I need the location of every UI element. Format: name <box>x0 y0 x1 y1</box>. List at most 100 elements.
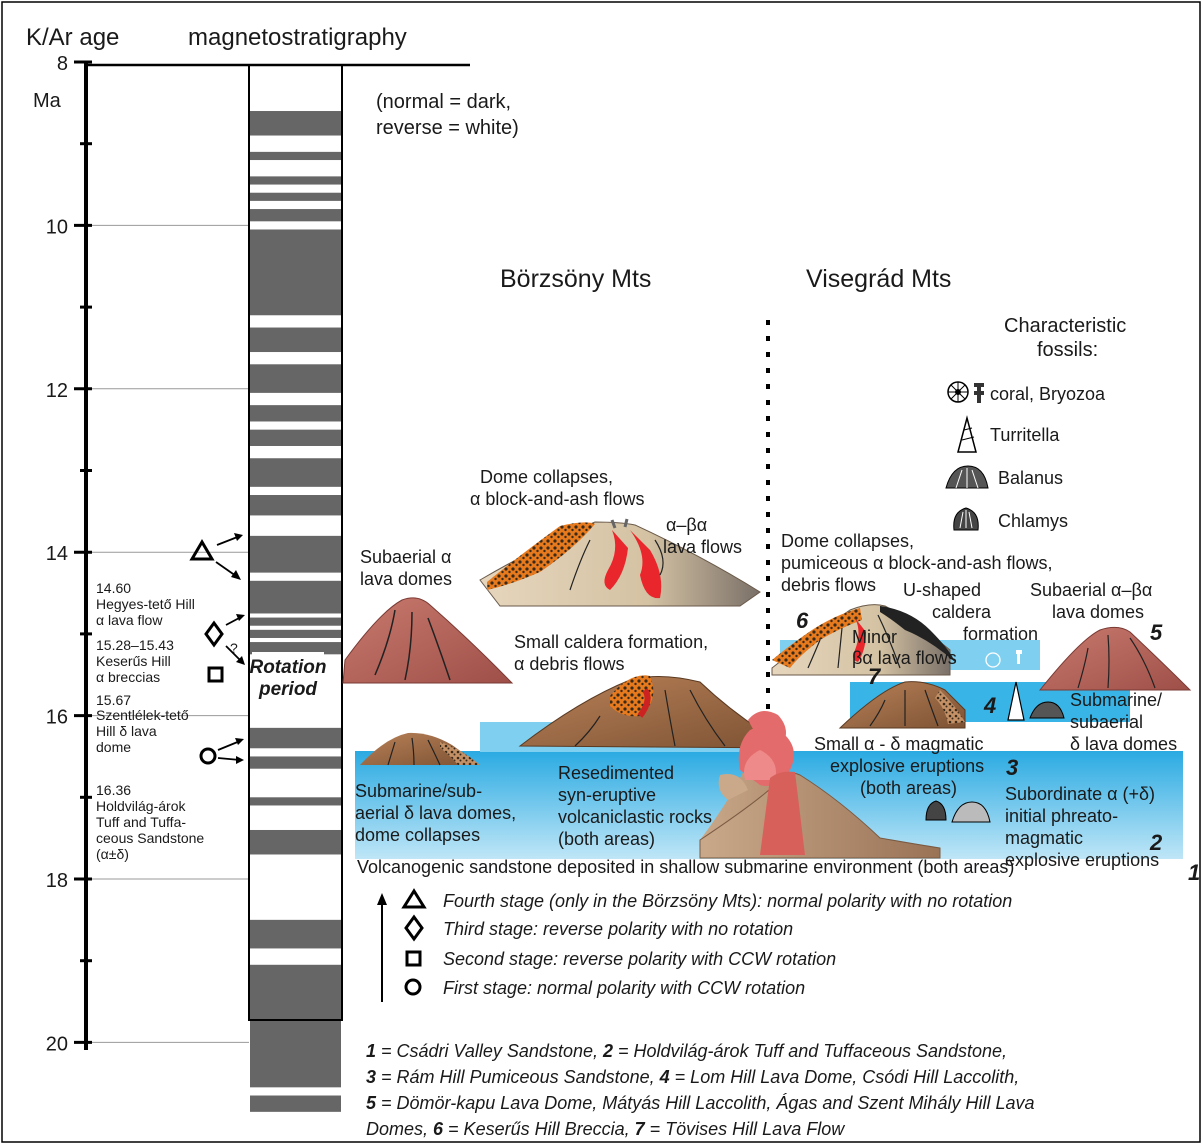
submarine-delta-dome <box>360 732 480 766</box>
normal-polarity-band <box>250 919 341 949</box>
normal-polarity-band <box>250 756 341 769</box>
note-dome-collapse-1: Dome collapses, <box>480 467 613 487</box>
stage-legend: Fourth stage (only in the Börzsöny Mts):… <box>377 888 1012 1002</box>
fossil-legend: Characteristic fossils: coral, Bryozoa T… <box>945 315 1126 531</box>
question-mark: ? <box>230 640 238 656</box>
age-labels: 14.60 Hegyes-tető Hill α lava flow 15.28… <box>96 580 204 862</box>
small-caldera-cone <box>518 675 791 749</box>
chlamys-icon <box>953 507 979 531</box>
normal-polarity-band <box>250 642 341 655</box>
diamond-icon <box>404 914 424 942</box>
balanus-icon <box>951 801 991 823</box>
note-submarine-left-2: aerial δ lava domes, <box>355 803 516 823</box>
polarity-column-frame <box>248 64 343 1021</box>
note-lava-flows-2: lava flows <box>663 537 742 557</box>
note-subaerial-ab-2: lava domes <box>1052 602 1144 622</box>
fossils-title-2: fossils: <box>1037 339 1098 361</box>
normal-polarity-band <box>250 535 341 573</box>
subaerial-alpha-beta-dome <box>1038 626 1192 691</box>
bryozoa-icon <box>974 383 984 403</box>
fossil-balanus: Balanus <box>998 468 1063 488</box>
note-submarine-left-1: Submarine/sub- <box>355 781 482 801</box>
age-label-b-1: Keserűs Hill <box>96 653 171 669</box>
coral-icon <box>985 652 1001 668</box>
note-small-caldera-1: Small caldera formation, <box>514 632 708 652</box>
strat-title: magnetostratigraphy <box>188 24 407 51</box>
polarity-note-2: reverse = white) <box>376 117 519 139</box>
balanus-icon <box>1029 701 1065 719</box>
axis-unit: Ma <box>33 90 62 112</box>
tick-label: 10 <box>46 216 68 238</box>
main-volcano-cone <box>479 518 761 607</box>
arrow-head-icon <box>236 614 245 621</box>
normal-polarity-band <box>250 429 341 446</box>
normal-polarity-band <box>250 458 341 487</box>
note-subordinate-2: initial phreato- <box>1005 806 1118 826</box>
age-label-c-1: Szentlélek-tető <box>96 707 189 723</box>
normal-polarity-band <box>250 797 341 806</box>
tick-label: 20 <box>46 1033 68 1055</box>
note-visegrad-collapse-2: pumiceous α block-and-ash flows, <box>781 553 1053 573</box>
fossil-coral: coral, Bryozoa <box>990 384 1106 404</box>
note-subordinate-1: Subordinate α (+δ) <box>1005 784 1155 804</box>
normal-polarity-band <box>250 151 341 161</box>
legend-line-2: 3 = Rám Hill Pumiceous Sandstone, 4 = Lo… <box>366 1067 1019 1087</box>
tick-label: 14 <box>46 543 68 565</box>
formation-legend: 1 = Csádri Valley Sandstone, 2 = Holdvil… <box>366 1041 1034 1139</box>
turritella-icon <box>957 415 977 453</box>
note-subaerial-a-2: lava domes <box>360 569 452 589</box>
legend-line-4: Domes, 6 = Keserűs Hill Breccia, 7 = Töv… <box>366 1119 845 1139</box>
stage-first: First stage: normal polarity with CCW ro… <box>443 978 805 998</box>
age-label-b-2: α breccias <box>96 669 160 685</box>
note-subaerial-ab-1: Subaerial α–βα <box>1030 580 1152 600</box>
arrow-head-icon <box>236 656 245 665</box>
coral-icon <box>947 381 969 403</box>
normal-polarity-band <box>250 405 341 422</box>
tick-label: 12 <box>46 380 68 402</box>
note-resedimented-3: volcaniclastic rocks <box>558 807 712 827</box>
age-label-a-2: α lava flow <box>96 612 163 628</box>
normal-polarity-band <box>250 580 341 614</box>
note-submarine-right-1: Submarine/ <box>1070 690 1162 710</box>
square-icon <box>405 950 422 967</box>
normal-polarity-band <box>250 111 341 136</box>
chlamys-icon <box>925 800 947 821</box>
fossils-title-1: Characteristic <box>1004 315 1126 337</box>
arrow-line <box>217 740 241 751</box>
fossil-chlamys: Chlamys <box>998 511 1068 531</box>
axis-title: K/Ar age <box>26 24 119 51</box>
rotation-label-1: Rotation <box>249 657 326 678</box>
stage-second: Second stage: reverse polarity with CCW … <box>443 949 836 969</box>
arrow-line <box>225 645 242 662</box>
diamond-icon <box>204 620 224 648</box>
stage-number-5: 5 <box>1150 620 1163 645</box>
note-lava-flows-1: α–βα <box>666 515 707 535</box>
note-subaerial-a-1: Subaerial α <box>360 547 451 567</box>
note-subordinate-3: magmatic <box>1005 828 1083 848</box>
region-visegrad: Visegrád Mts <box>806 265 951 293</box>
arrow-line <box>215 561 237 577</box>
age-label-a-age: 14.60 <box>96 580 131 596</box>
note-visegrad-collapse-3: debris flows <box>781 575 876 595</box>
note-submarine-right-3: δ lava domes <box>1070 734 1177 754</box>
arrow-head-icon <box>231 570 241 580</box>
region-borzsony: Börzsöny Mts <box>500 265 651 293</box>
note-small-caldera-2: α debris flows <box>514 654 624 674</box>
age-label-c-3: dome <box>96 739 131 755</box>
bryozoa-icon <box>1016 650 1022 664</box>
note-dome-collapse-2: α block-and-ash flows <box>470 489 644 509</box>
age-label-c-2: Hill δ lava <box>96 723 157 739</box>
age-label-d-4: (α±δ) <box>96 846 129 862</box>
subaerial-alpha-dome <box>342 597 514 684</box>
rotation-period-box <box>252 652 324 702</box>
normal-polarity-band <box>250 495 341 516</box>
note-minor-2: βα lava flows <box>852 648 957 668</box>
stage-number-7: 7 <box>868 664 882 689</box>
note-resedimented-1: Resedimented <box>558 763 674 783</box>
tick-label: 16 <box>46 707 68 729</box>
stage-fourth: Fourth stage (only in the Börzsöny Mts):… <box>443 891 1012 911</box>
normal-polarity-band <box>250 617 341 626</box>
normal-polarity-band <box>250 964 341 1088</box>
circle-icon <box>404 978 422 996</box>
